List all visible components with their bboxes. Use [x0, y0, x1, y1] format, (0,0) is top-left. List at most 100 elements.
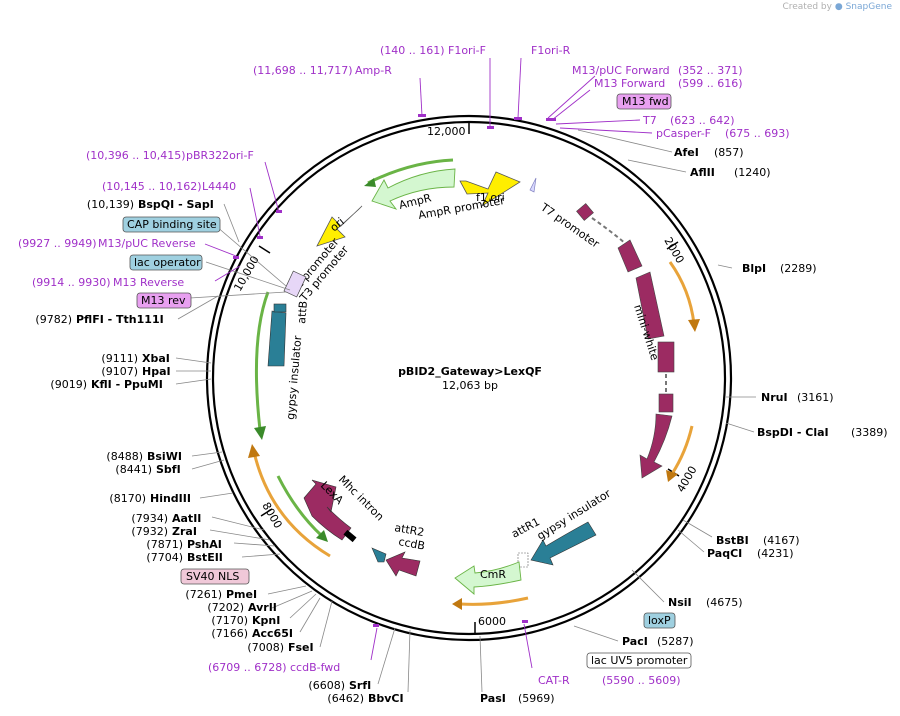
svg-text:AflII: AflII — [690, 166, 715, 179]
site-zrai[interactable]: (7932) ZraI — [131, 525, 197, 538]
primer-m13-forward[interactable]: M13 Forward (599 .. 616) — [594, 77, 743, 90]
feature-gypsy-insulator-right[interactable] — [530, 521, 597, 566]
site-kpni[interactable]: (7170) KpnI — [211, 614, 280, 627]
feature-attr2-marker[interactable] — [371, 547, 387, 563]
feature-ori-arrow[interactable] — [316, 205, 363, 247]
site-pmei[interactable]: (7261) PmeI — [185, 588, 257, 601]
primer-f1ori-f[interactable]: (140 .. 161) F1ori-F — [380, 44, 486, 57]
primer-cat-r[interactable]: CAT-R (5590 .. 5609) — [538, 674, 681, 687]
site-pasi[interactable]: PasI (5969) — [480, 692, 555, 705]
primer-amp-r[interactable]: (11,698 .. 11,717) Amp-R — [253, 64, 392, 77]
primer-leaders — [204, 57, 653, 669]
feature-mini-white-segment[interactable] — [617, 239, 643, 273]
site-paqci[interactable]: PaqCI (4231) — [707, 547, 794, 560]
site-bstbi[interactable]: BstBI (4167) — [716, 534, 800, 547]
site-afei[interactable]: AfeI (857) — [674, 146, 744, 159]
svg-text:PacI: PacI — [622, 635, 648, 648]
tag-sv40-nls[interactable]: SV40 NLS — [180, 568, 250, 585]
primer-ccdb-fwd[interactable]: (6709 .. 6728) ccdB-fwd — [208, 661, 340, 674]
feature-f1-ori-arrow[interactable] — [459, 171, 521, 208]
feature-cmr-arrow[interactable] — [454, 561, 522, 595]
svg-text:(4231): (4231) — [757, 547, 794, 560]
svg-text:lac operator: lac operator — [134, 256, 201, 269]
credit-brand: SnapGene — [845, 2, 892, 12]
mini-white-guide-arc — [670, 425, 694, 475]
primer-f1ori-r[interactable]: F1ori-R — [531, 44, 571, 57]
svg-text:F1ori-R: F1ori-R — [531, 44, 571, 57]
site-bsteii[interactable]: (7704) BstEII — [146, 551, 222, 564]
svg-text:(10,145 .. 10,162): (10,145 .. 10,162) — [102, 180, 202, 193]
primer-pbr322ori-f[interactable]: (10,396 .. 10,415) pBR322ori-F — [86, 149, 254, 162]
mini-white-guide-arrowhead — [688, 319, 700, 332]
site-bsiwi[interactable]: (8488) BsiWI — [106, 450, 182, 463]
primer-l4440[interactable]: (10,145 .. 10,162) L4440 — [102, 180, 236, 193]
svg-text:(3389): (3389) — [851, 426, 888, 439]
site-bbvci[interactable]: (6462) BbvCI — [327, 692, 403, 705]
site-xbai[interactable]: (9111) XbaI — [101, 352, 169, 365]
site-avrii[interactable]: (7202) AvrII — [207, 601, 276, 614]
tick-label: 4000 — [674, 464, 699, 495]
feature-ccdb-arrow[interactable] — [385, 551, 421, 577]
svg-text:KflI - PpuMI: KflI - PpuMI — [91, 378, 163, 391]
svg-text:(8488): (8488) — [106, 450, 143, 463]
primer-m13-reverse[interactable]: (9914 .. 9930) M13 Reverse — [32, 276, 184, 289]
feature-mini-white-segment[interactable] — [657, 341, 675, 373]
tag-m13-fwd[interactable]: M13 fwd — [616, 93, 672, 110]
site-blpi[interactable]: BlpI (2289) — [742, 262, 817, 275]
svg-text:lac UV5 promoter: lac UV5 promoter — [591, 654, 688, 667]
site-hindiii[interactable]: (8170) HindIII — [109, 492, 191, 505]
tag-m13-rev[interactable]: M13 rev — [136, 292, 192, 309]
feature-mini-white-segment[interactable] — [658, 393, 674, 413]
cmr-guide-arrowhead — [452, 598, 462, 610]
site-kfli-ppumi[interactable]: (9019) KflI - PpuMI — [50, 378, 162, 391]
feature-gypsy-insulator-left[interactable] — [267, 310, 287, 367]
svg-text:ccdB-fwd: ccdB-fwd — [290, 661, 340, 674]
site-nsii[interactable]: NsiI (4675) — [668, 596, 743, 609]
site-nrui[interactable]: NruI (3161) — [761, 391, 834, 404]
leader-lines — [175, 129, 756, 693]
svg-text:(9019): (9019) — [50, 378, 87, 391]
tag-cap-binding-site[interactable]: CAP binding site — [122, 216, 221, 233]
svg-text:M13 Forward: M13 Forward — [594, 77, 665, 90]
svg-text:Acc65I: Acc65I — [252, 627, 293, 640]
site-sbfi[interactable]: (8441) SbfI — [115, 463, 180, 476]
feature-mini-white-arrow[interactable] — [639, 413, 673, 479]
primer-pcasper-f[interactable]: pCasper-F (675 .. 693) — [656, 127, 790, 140]
site-srfi[interactable]: (6608) SrfI — [308, 679, 371, 692]
svg-text:KpnI: KpnI — [252, 614, 280, 627]
primer-m13-puc-forward[interactable]: M13/pUC Forward (352 .. 371) — [572, 64, 743, 77]
svg-text:(9782): (9782) — [35, 313, 72, 326]
svg-text:(7170): (7170) — [211, 614, 248, 627]
tag-lac-uv5-promoter[interactable]: lac UV5 promoter — [586, 652, 692, 669]
svg-text:HindIII: HindIII — [150, 492, 191, 505]
feature-mini-white-segment[interactable] — [635, 271, 665, 340]
feature-lexa-arrow[interactable] — [303, 479, 352, 541]
site-bspdi-clai[interactable]: BspDI - ClaI (3389) — [757, 426, 888, 439]
feature-ampr-arrow[interactable] — [371, 168, 456, 210]
plasmid-length: 12,063 bp — [442, 379, 498, 392]
site-acc65i[interactable]: (7166) Acc65I — [211, 627, 293, 640]
svg-text:(352 .. 371): (352 .. 371) — [678, 64, 743, 77]
site-aflii[interactable]: AflII (1240) — [690, 166, 771, 179]
plasmid-name: pBID2_Gateway>LexQF — [398, 365, 542, 378]
site-pflfi-tth111i[interactable]: (9782) PflFI - Tth111I — [35, 313, 163, 326]
primer-t7[interactable]: T7 (623 .. 642) — [642, 114, 735, 127]
svg-text:(9111): (9111) — [101, 352, 138, 365]
site-hpai[interactable]: (9107) HpaI — [101, 365, 170, 378]
lexa-guide-arc — [276, 475, 324, 538]
primer-m13-puc-reverse[interactable]: (9927 .. 9949) M13/pUC Reverse — [18, 237, 196, 250]
left-orange-guide-arc — [252, 451, 331, 558]
snapgene-credit: Created by ● SnapGene — [782, 2, 892, 12]
tag-loxp[interactable]: loxP — [643, 612, 676, 629]
site-aatii[interactable]: (7934) AatII — [131, 512, 201, 525]
svg-text:(4675): (4675) — [706, 596, 743, 609]
site-paci[interactable]: PacI (5287) — [622, 635, 694, 648]
feature-mini-white-segment[interactable] — [576, 203, 594, 221]
site-bspqi-sapi[interactable]: (10,139) BspQI - SapI — [87, 198, 214, 211]
svg-text:BstEII: BstEII — [187, 551, 223, 564]
site-pshai[interactable]: (7871) PshAI — [146, 538, 221, 551]
tag-lac-operator[interactable]: lac operator — [129, 254, 203, 271]
svg-text:(6608): (6608) — [308, 679, 345, 692]
site-fsei[interactable]: (7008) FseI — [247, 641, 313, 654]
